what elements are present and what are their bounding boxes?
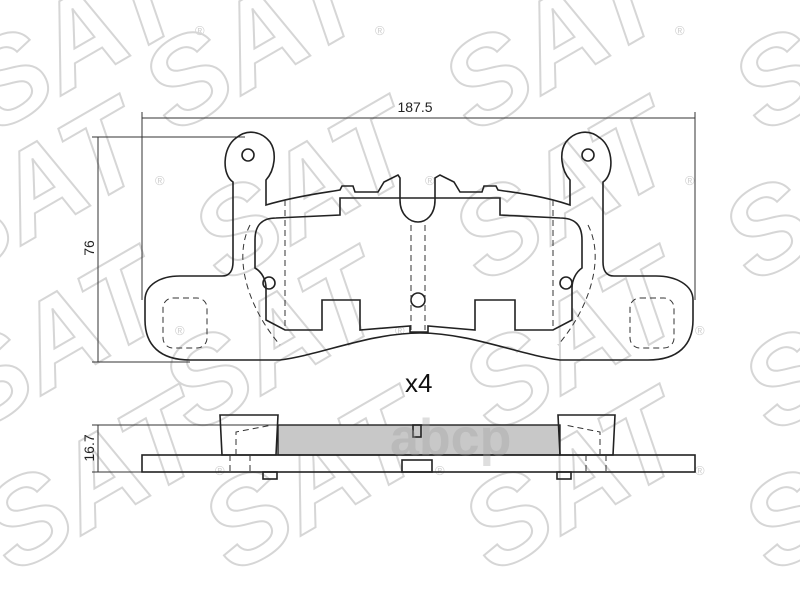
sensor-tab — [401, 459, 433, 473]
friction-outline — [254, 197, 583, 333]
width-label: 187.5 — [397, 99, 432, 115]
registered-mark: ® — [695, 463, 705, 478]
width-dimension: 187.5 — [141, 99, 696, 300]
height-dimension: 76 — [81, 136, 245, 363]
quantity-label: x4 — [405, 368, 432, 398]
right-pin-hole — [559, 276, 573, 290]
registered-mark: ® — [375, 23, 385, 38]
registered-mark: ® — [155, 173, 165, 188]
thickness-dimension: 16.7 — [81, 424, 280, 473]
center-slot — [412, 424, 422, 438]
registered-mark: ® — [195, 23, 205, 38]
left-rivet — [262, 471, 278, 480]
height-label: 76 — [81, 240, 97, 256]
pad-side-view — [141, 414, 696, 480]
registered-mark: ® — [175, 323, 185, 338]
registered-mark: ® — [395, 323, 405, 338]
registered-mark: ® — [435, 463, 445, 478]
left-pin-hole — [262, 276, 276, 290]
right-ear-hole — [581, 148, 595, 162]
clip-hidden-lines — [235, 424, 601, 455]
registered-mark: ® — [425, 173, 435, 188]
center-hole — [410, 292, 426, 308]
abcp-watermark: abcp — [390, 409, 511, 467]
registered-mark: ® — [675, 23, 685, 38]
right-clip — [557, 414, 616, 456]
pad-front-view — [144, 131, 694, 361]
hidden-lines — [284, 200, 554, 330]
left-recess — [162, 297, 208, 349]
registered-mark: ® — [215, 463, 225, 478]
left-clip — [219, 414, 279, 456]
backing-plate-outline — [144, 131, 694, 361]
hidden-edges — [242, 224, 596, 346]
left-ear-hole — [241, 148, 255, 162]
thickness-label: 16.7 — [81, 434, 97, 461]
right-rivet — [556, 471, 572, 480]
right-recess — [629, 297, 675, 349]
friction-material — [277, 424, 561, 456]
registered-mark: ® — [685, 173, 695, 188]
registered-mark: ® — [695, 323, 705, 338]
sat-watermark: SAT — [709, 0, 800, 157]
